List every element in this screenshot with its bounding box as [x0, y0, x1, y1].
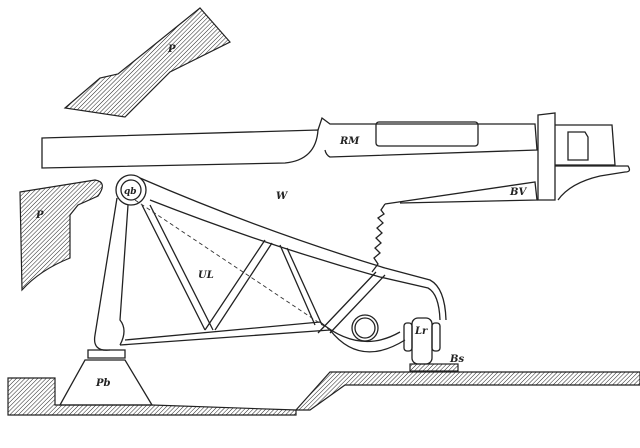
carriage-rear-leg — [93, 197, 118, 351]
carriage-bottom-inner — [124, 321, 401, 343]
label-breech: BV — [509, 187, 527, 198]
label-carriage: W — [276, 191, 289, 202]
label-gun: RM — [339, 136, 360, 147]
carriage-strut-3 — [317, 271, 386, 334]
roller — [411, 317, 433, 365]
roller-hub-left — [403, 322, 413, 352]
lever-dashed-line — [134, 199, 331, 331]
gun-barrel — [41, 129, 319, 169]
label-roller: Lr — [414, 326, 428, 337]
pivot-inner — [120, 179, 142, 201]
breech-block — [537, 112, 556, 201]
elevating-wedge — [384, 181, 538, 205]
upper-parapet — [63, 7, 231, 118]
carriage-strut-2 — [204, 239, 323, 331]
label-bed-sill: Bs — [449, 354, 464, 365]
breech-housing — [555, 124, 616, 166]
carriage-top-arm-inner — [149, 199, 441, 321]
carriage-top-arm — [139, 177, 447, 321]
ground-right — [294, 371, 640, 411]
elevating-rack — [371, 203, 386, 273]
label-lever: UL — [198, 270, 214, 281]
gear-wheel-inner — [354, 317, 376, 339]
label-upper-parapet: P — [167, 44, 176, 55]
lower-parapet — [19, 179, 103, 292]
gear-wheel — [351, 314, 379, 342]
gun-reinforce-band — [375, 121, 479, 147]
label-pivot-base: Pb — [95, 378, 111, 389]
label-lower-parapet: P — [35, 210, 44, 221]
breech-window — [567, 131, 589, 161]
pivot-outer — [115, 174, 147, 206]
ground-pit — [7, 377, 297, 416]
carriage-rear-leg-inner — [119, 204, 129, 346]
pivot-base-top — [87, 349, 126, 359]
gun-body — [317, 116, 538, 158]
breech-hook — [555, 165, 631, 201]
bed-sill — [409, 363, 459, 372]
carriage-strut-1 — [141, 204, 214, 331]
label-pivot: qb — [124, 187, 137, 197]
roller-hub-right — [431, 322, 441, 352]
